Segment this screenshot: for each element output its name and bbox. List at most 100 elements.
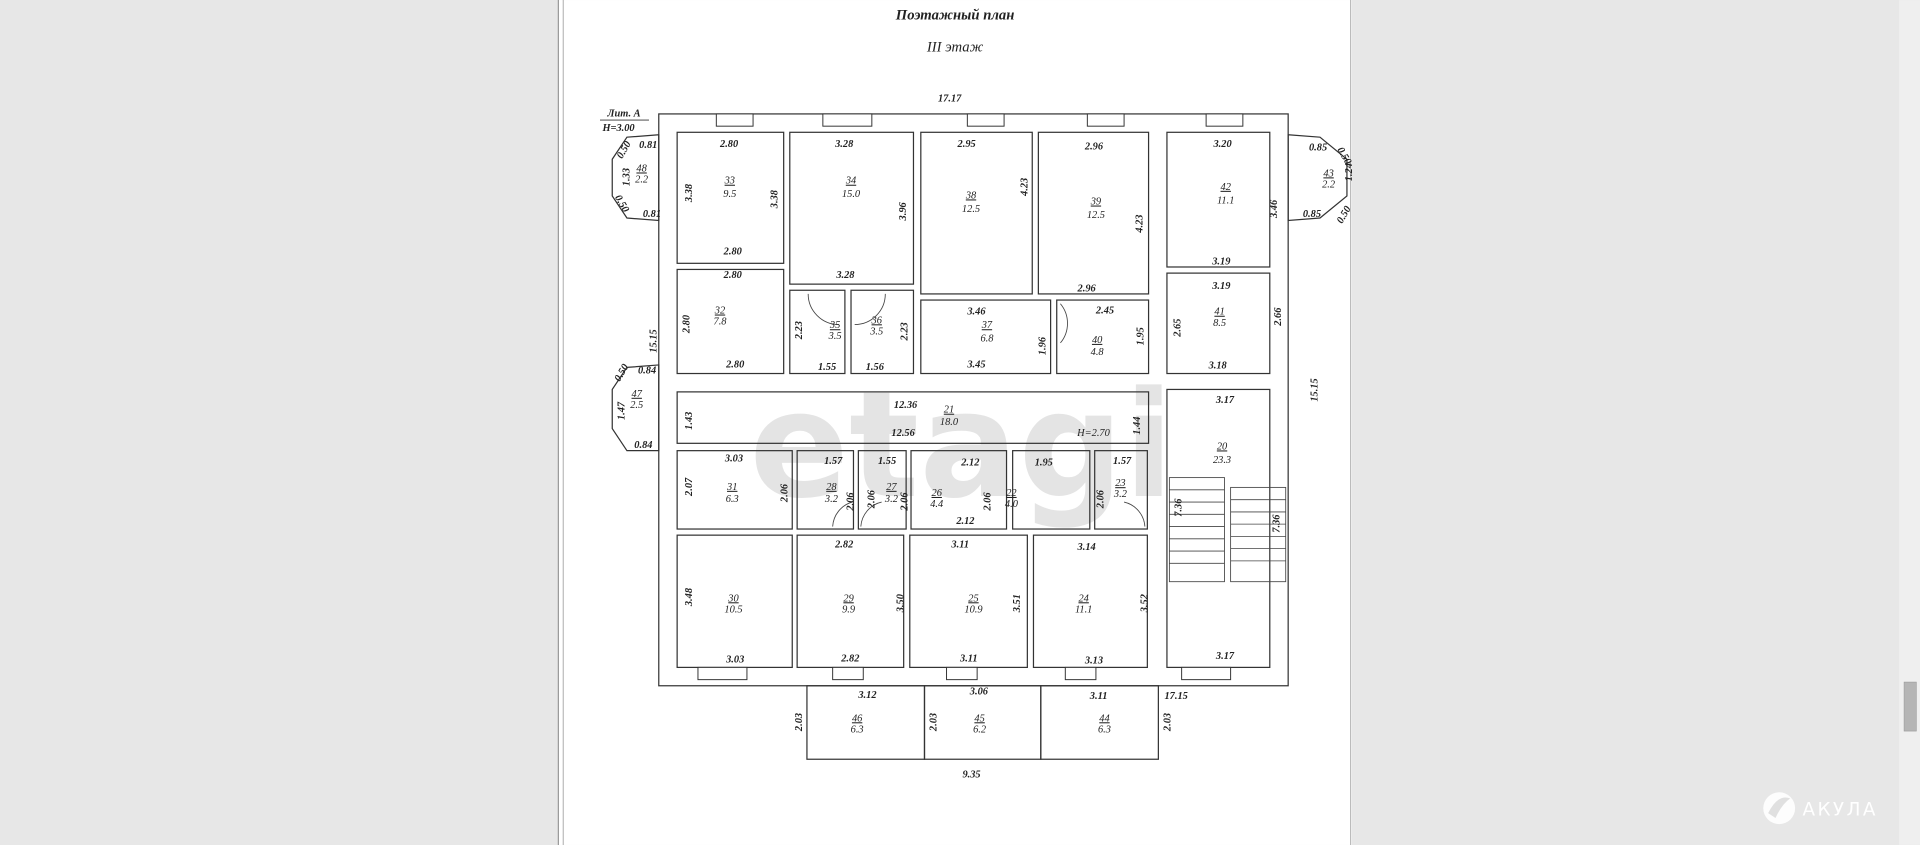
scrollbar-track[interactable] (1899, 0, 1920, 845)
room-number: 42 (1221, 182, 1231, 193)
dimension-label: 3.11 (1089, 691, 1108, 702)
room-area: 11.1 (1075, 604, 1092, 615)
dimension-label: 3.18 (1208, 361, 1228, 372)
room-number: 23 (1115, 478, 1125, 489)
dimension-label: 2.95 (957, 139, 976, 150)
dimension-label: 1.55 (818, 362, 836, 373)
room-area: 3.2 (1113, 489, 1127, 500)
dimension-label: 3.45 (966, 359, 985, 370)
dimension-label: 2.45 (1095, 306, 1114, 317)
room-area: 10.5 (724, 604, 742, 615)
dimension-label: 3.52 (1139, 594, 1150, 613)
dimension-label: 2.12 (955, 516, 974, 527)
room-number: 34 (845, 176, 856, 187)
dimension-label: 3.48 (684, 587, 695, 607)
dimension-label: 2.06 (983, 492, 994, 512)
dimension-label: 1.95 (1136, 327, 1147, 345)
room-area: 23.3 (1213, 455, 1231, 466)
room-area: 7.8 (714, 317, 728, 328)
dimension-label: 2.66 (1273, 307, 1284, 327)
dimension-label: 3.19 (1211, 281, 1231, 292)
scrollbar-thumb[interactable] (1903, 681, 1917, 732)
room-number: 27 (886, 482, 897, 493)
dimension-label: 2.06 (779, 483, 790, 503)
dimension-label: 2.06 (845, 492, 856, 512)
room-number: 47 (632, 389, 643, 400)
room-number: 31 (726, 482, 737, 493)
room-area: 6.3 (726, 494, 739, 505)
room-area: 6.2 (973, 724, 986, 735)
floor-label: III этаж (926, 39, 984, 55)
dimension-label: 1.55 (878, 456, 896, 467)
room-number: 20 (1217, 441, 1228, 452)
dimension-label: 1.44 (1132, 417, 1143, 435)
dimension-label: 3.13 (1084, 656, 1103, 667)
dimension-label: 1.57 (824, 456, 843, 467)
dimension-label: 3.19 (1211, 257, 1231, 268)
watermark: etagi (749, 360, 1174, 531)
dimension-label: 3.03 (724, 454, 743, 465)
shark-fin-icon (1768, 797, 1791, 819)
room-number: 48 (636, 163, 647, 174)
dimension-label: 17.17 (938, 94, 962, 105)
dimension-label: 3.38 (684, 183, 695, 203)
room-area: 2.5 (630, 400, 643, 411)
room-area: 4.0 (1005, 499, 1019, 510)
room-area: 6.3 (1098, 724, 1111, 735)
room-number: 22 (1006, 488, 1016, 499)
room-number: 39 (1090, 197, 1102, 208)
corridor-height: H=2.70 (1076, 428, 1111, 439)
dimension-label: 2.65 (1172, 319, 1183, 338)
room-number: 45 (974, 713, 984, 724)
dimension-label: 17.15 (1164, 691, 1187, 702)
dimension-label: 2.96 (1077, 283, 1097, 294)
dimension-label: 2.03 (929, 713, 940, 732)
dimension-label: 2.23 (899, 322, 910, 341)
room-area: 10.9 (964, 604, 983, 615)
dimension-label: 3.03 (725, 655, 744, 666)
letter-label: Лит. А (606, 108, 640, 119)
room-number: 25 (968, 593, 978, 604)
dimension-label: 2.07 (684, 477, 695, 497)
room-area: 2.2 (635, 174, 648, 185)
dimension-label: 2.80 (681, 314, 692, 334)
room-area: 12.5 (962, 204, 980, 215)
dimension-label: 2.03 (794, 713, 805, 732)
room-number: 37 (981, 320, 993, 331)
dimension-label: 2.82 (834, 539, 853, 550)
dimension-label: 3.14 (1077, 542, 1096, 553)
dimension-label: 4.23 (1019, 178, 1030, 197)
room-number: 33 (724, 176, 735, 187)
dimension-label: 1.47 (616, 401, 627, 420)
room-number: 46 (852, 713, 863, 724)
dimension-label: 15.15 (1310, 378, 1321, 401)
dimension-label: 0.84 (638, 366, 656, 377)
room-number: 24 (1078, 593, 1088, 604)
dimension-label: 9.35 (962, 770, 980, 781)
dimension-label: 3.11 (950, 539, 969, 550)
dimension-label: 0.84 (634, 440, 652, 451)
room-area: 15.0 (842, 189, 861, 200)
dimension-label: 2.96 (1084, 141, 1104, 152)
dimension-label: 3.28 (835, 270, 855, 281)
dimension-labels: 17.17 2.80 3.28 2.95 2.96 3.20 0.81 1.33… (612, 94, 1355, 781)
dimension-label: 7.36 (1174, 498, 1185, 517)
room-area: 3.5 (869, 326, 883, 337)
room-area: 9.5 (723, 189, 736, 200)
room-number: 44 (1099, 713, 1109, 724)
dimension-label: 2.23 (794, 321, 805, 340)
room-number: 32 (714, 306, 725, 317)
dimension-label: 2.03 (1163, 713, 1174, 732)
dimension-label: 2.80 (725, 359, 745, 370)
dimension-label: 2.06 (1095, 489, 1106, 509)
dimension-label: 3.06 (969, 686, 989, 697)
dimension-label: 3.46 (966, 307, 986, 318)
dimension-label: 3.20 (1212, 139, 1232, 150)
room-area: 8.5 (1213, 318, 1226, 329)
dimension-label: 2.82 (840, 653, 859, 664)
room-area: 12.5 (1087, 210, 1105, 221)
dimension-label: 3.46 (1269, 199, 1280, 219)
dimension-label: 3.38 (770, 189, 781, 209)
dimension-label: 3.50 (896, 593, 907, 613)
